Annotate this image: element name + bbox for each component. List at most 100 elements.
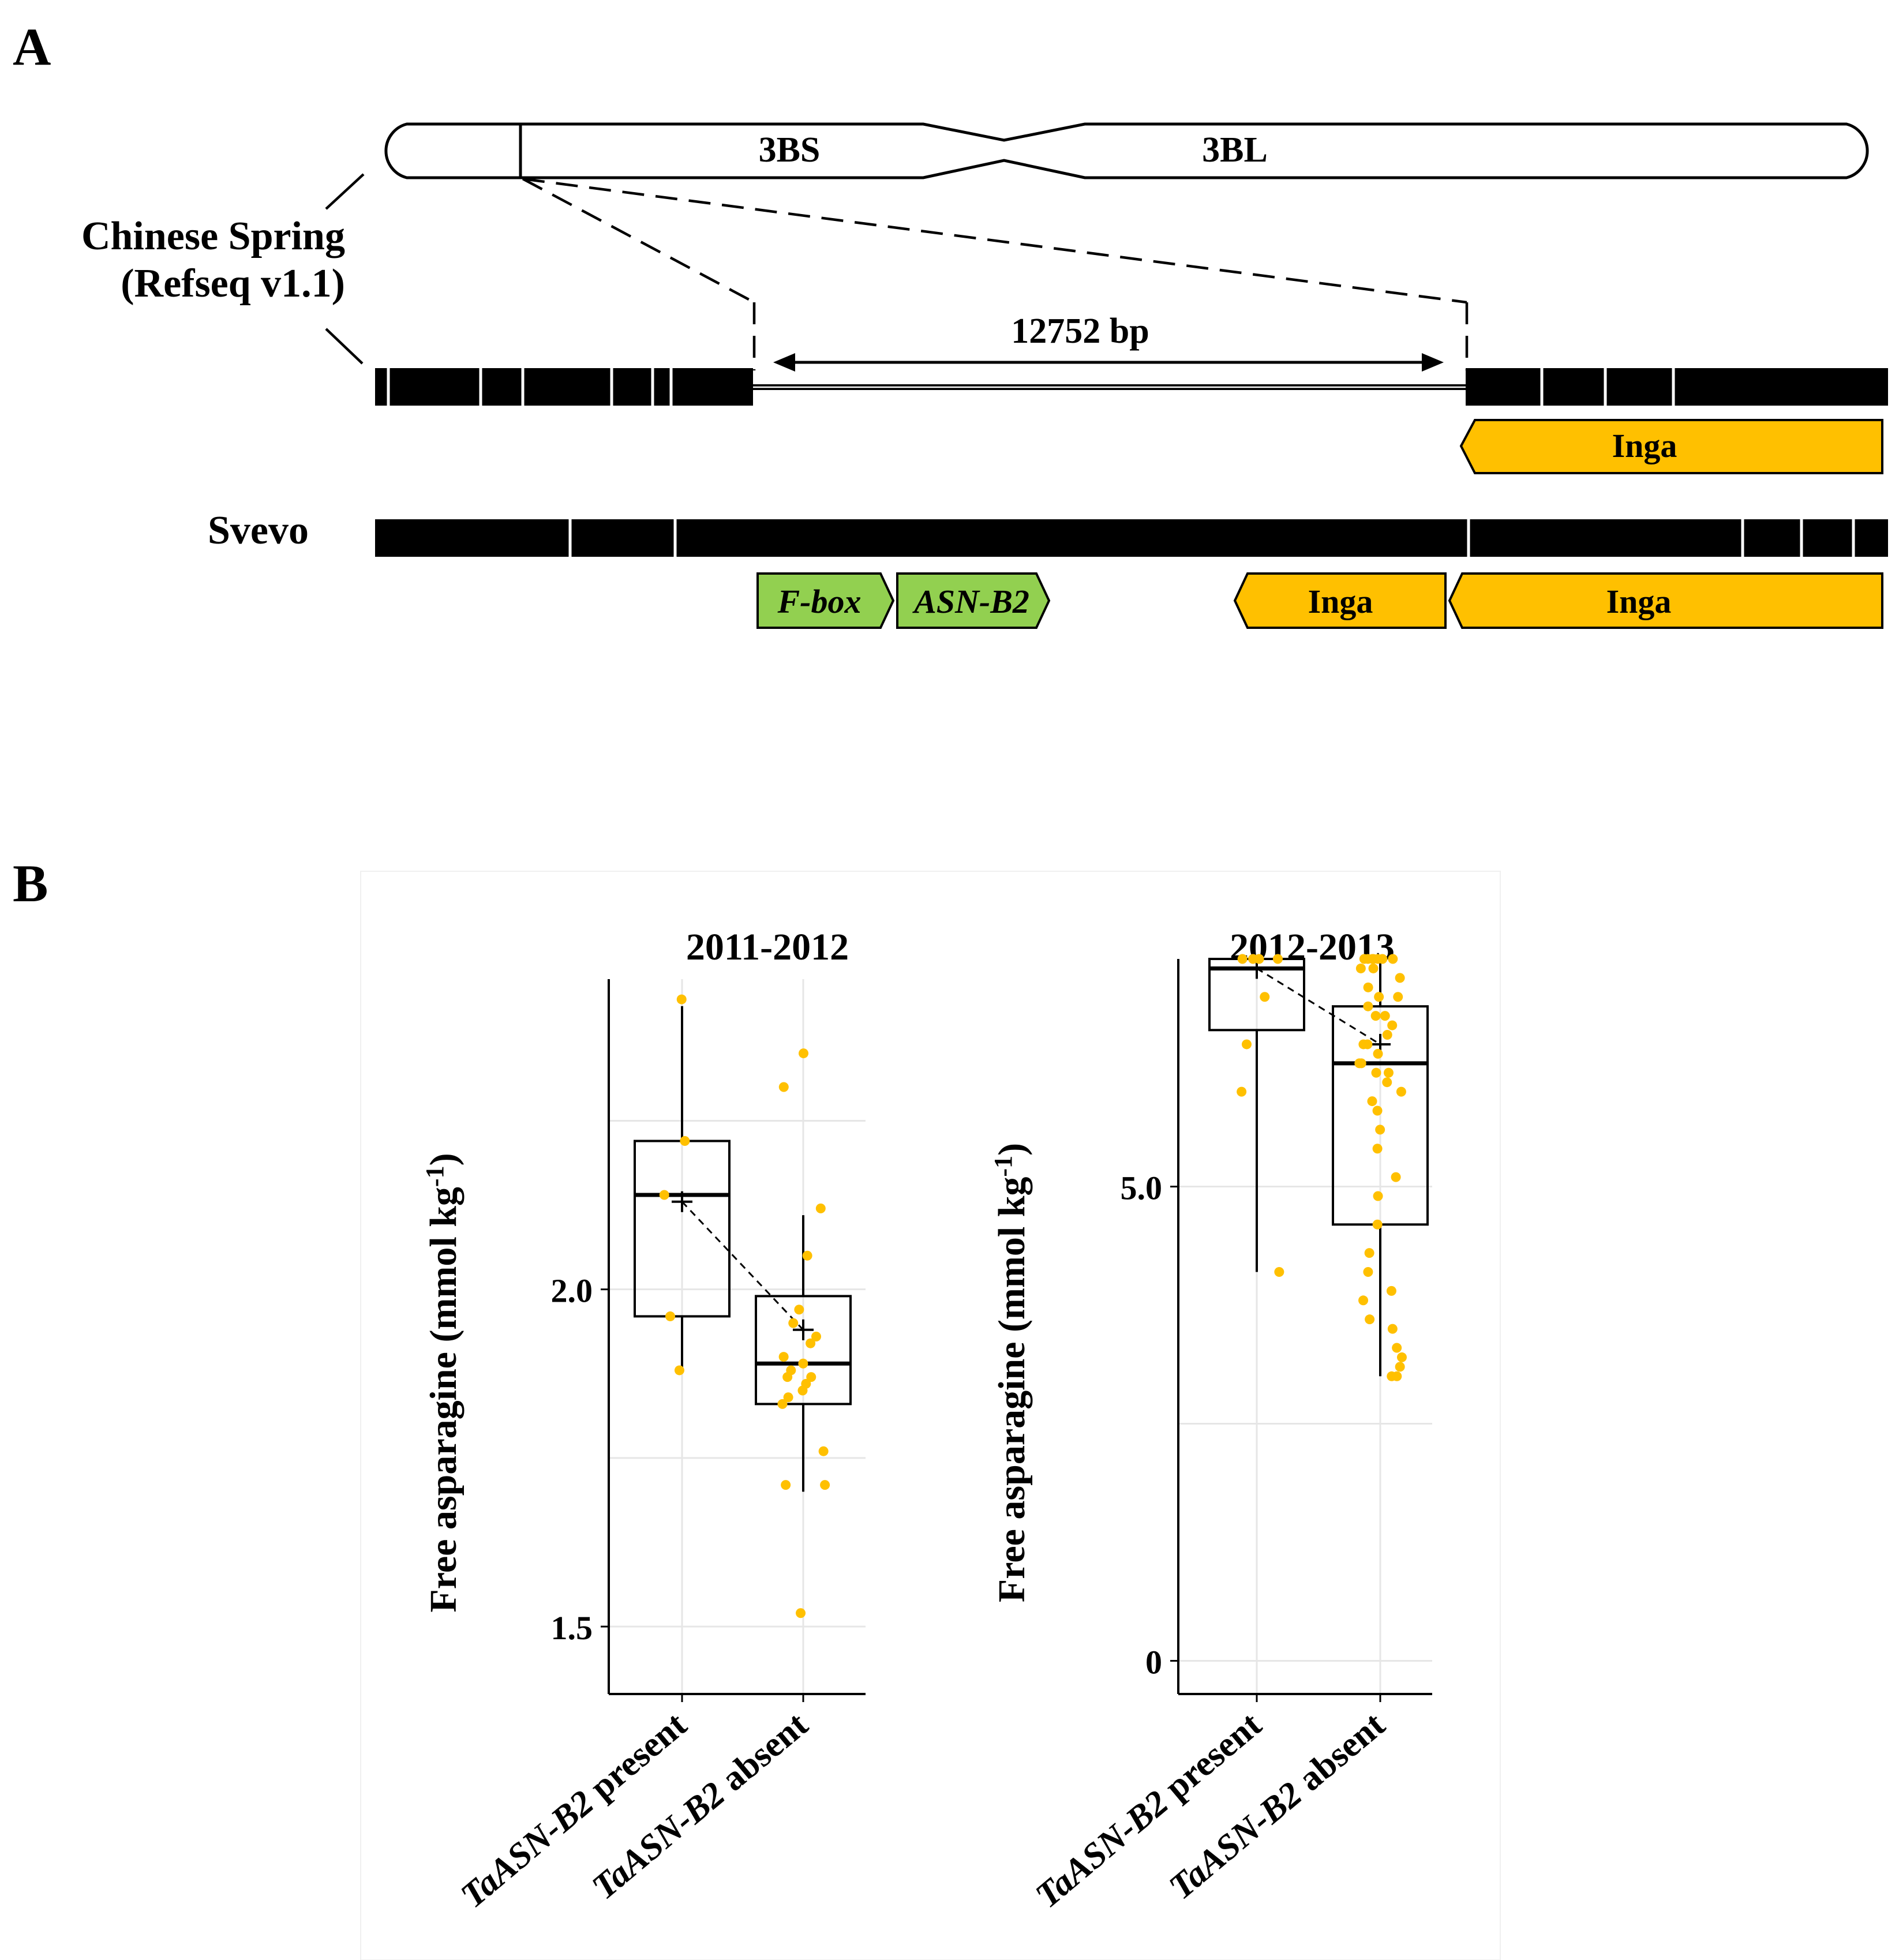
data-point bbox=[665, 1311, 676, 1321]
data-point bbox=[1388, 954, 1398, 964]
data-point bbox=[1260, 992, 1270, 1002]
data-point bbox=[1374, 992, 1384, 1002]
svevo-track bbox=[375, 519, 1888, 557]
data-point bbox=[1393, 992, 1403, 1002]
data-point bbox=[1241, 1039, 1252, 1050]
reference-label-line1: Chinese Spring bbox=[81, 214, 345, 258]
data-point bbox=[1387, 1324, 1398, 1334]
data-point bbox=[1380, 1011, 1390, 1021]
data-point bbox=[1396, 1352, 1407, 1362]
data-point bbox=[1396, 1086, 1406, 1097]
data-point bbox=[783, 1392, 793, 1403]
y-tick-label: 5.0 bbox=[1121, 1170, 1163, 1207]
short-arm-label: 3BS bbox=[759, 130, 821, 170]
data-point bbox=[1387, 1020, 1398, 1030]
long-arm-label: 3BL bbox=[1202, 130, 1268, 170]
x-tick-label: TaASN-B2 present bbox=[454, 1704, 694, 1916]
data-point bbox=[1392, 1343, 1402, 1353]
x-tick-label: TaASN-B2 absent bbox=[1162, 1704, 1392, 1907]
data-point bbox=[1362, 1039, 1373, 1050]
cs-inga-label: Inga bbox=[1612, 427, 1677, 464]
panel-b-label: B bbox=[13, 854, 48, 913]
data-point bbox=[1395, 1362, 1405, 1372]
reference-label-line2: (Refseq v1.1) bbox=[121, 261, 345, 306]
data-point bbox=[1387, 1371, 1397, 1381]
data-point bbox=[659, 1190, 669, 1200]
data-point bbox=[818, 1446, 829, 1456]
data-point bbox=[1368, 963, 1379, 973]
chromosome-ideogram: 3BS 3BL bbox=[384, 122, 1869, 179]
data-point bbox=[1372, 1144, 1383, 1154]
data-point bbox=[794, 1305, 804, 1315]
data-point bbox=[1363, 1266, 1373, 1277]
data-point bbox=[778, 1352, 789, 1362]
y-tick-label: 2.0 bbox=[551, 1272, 593, 1310]
zoom-lines bbox=[325, 173, 1469, 370]
svevo-label: Svevo bbox=[208, 508, 309, 553]
data-point bbox=[1372, 1219, 1383, 1230]
data-point bbox=[1372, 1105, 1383, 1116]
svg-text:Free asparagine (mmol kg-1): Free asparagine (mmol kg-1) bbox=[421, 1153, 465, 1612]
data-point bbox=[1370, 1011, 1381, 1021]
data-point bbox=[806, 1338, 816, 1348]
data-point bbox=[1371, 1067, 1381, 1078]
data-point bbox=[806, 1372, 816, 1382]
data-point bbox=[1254, 954, 1264, 964]
svevo-inga-label-2: Inga bbox=[1606, 583, 1672, 620]
data-point bbox=[1367, 1096, 1377, 1107]
data-point bbox=[1377, 954, 1388, 964]
svevo-inga-label-1: Inga bbox=[1308, 583, 1373, 620]
data-point bbox=[802, 1250, 812, 1261]
data-point bbox=[1272, 954, 1283, 964]
data-point bbox=[1373, 1048, 1383, 1059]
data-point bbox=[815, 1203, 826, 1213]
data-point bbox=[1355, 963, 1366, 973]
data-point bbox=[799, 1048, 809, 1059]
data-point bbox=[1375, 1125, 1385, 1135]
y-tick-label: 0 bbox=[1145, 1643, 1162, 1681]
data-point bbox=[1358, 1295, 1369, 1306]
data-point bbox=[781, 1480, 791, 1490]
cs-inga-gene: Inga bbox=[1459, 419, 1883, 474]
chart-title: 2011-2012 bbox=[686, 926, 849, 968]
data-point bbox=[820, 1480, 830, 1490]
fbox-gene-label: F-box bbox=[777, 583, 862, 620]
data-point bbox=[1274, 1266, 1284, 1277]
chart-2012-2013: 2012-2013 05.0 Free asparagine (mmol kg-… bbox=[989, 926, 1432, 1916]
data-point bbox=[1382, 1077, 1392, 1088]
data-point bbox=[811, 1332, 822, 1341]
data-point bbox=[1364, 1248, 1374, 1258]
data-point bbox=[680, 1136, 690, 1146]
panel-a-label: A bbox=[13, 17, 51, 76]
data-point bbox=[1365, 1314, 1375, 1325]
y-axis-label: Free asparagine (mmol kg-1) bbox=[421, 1153, 465, 1612]
y-tick-label: 1.5 bbox=[551, 1609, 593, 1647]
box-iqr bbox=[755, 1295, 852, 1406]
data-point bbox=[797, 1385, 808, 1396]
gap-arrow: 12752 bp bbox=[773, 312, 1444, 372]
x-tick-label: TaASN-B2 present bbox=[1028, 1704, 1269, 1916]
data-point bbox=[1373, 1191, 1383, 1201]
data-point bbox=[798, 1358, 808, 1369]
data-point bbox=[1359, 954, 1369, 964]
data-point bbox=[1354, 1058, 1365, 1069]
svg-text:Free asparagine (mmol kg-1): Free asparagine (mmol kg-1) bbox=[989, 1143, 1033, 1602]
chart-2011-2012: 2011-2012 1.5 2.0 Free asparagine (mmol k… bbox=[421, 926, 866, 1916]
data-point bbox=[778, 1082, 789, 1092]
panel-b-frame bbox=[360, 871, 1501, 1960]
data-point bbox=[782, 1372, 793, 1382]
gap-length-label: 12752 bp bbox=[1011, 312, 1149, 351]
data-point bbox=[1237, 1086, 1247, 1097]
data-point bbox=[1363, 982, 1373, 992]
chinese-spring-track bbox=[375, 368, 1888, 406]
data-point bbox=[676, 994, 687, 1005]
data-point bbox=[1391, 1172, 1401, 1182]
data-point bbox=[1382, 1030, 1392, 1040]
data-point bbox=[1383, 1067, 1394, 1078]
data-point bbox=[788, 1318, 799, 1328]
data-point bbox=[1386, 1286, 1396, 1296]
data-point bbox=[796, 1608, 806, 1618]
data-point bbox=[1363, 1001, 1373, 1011]
data-point bbox=[1395, 973, 1405, 983]
